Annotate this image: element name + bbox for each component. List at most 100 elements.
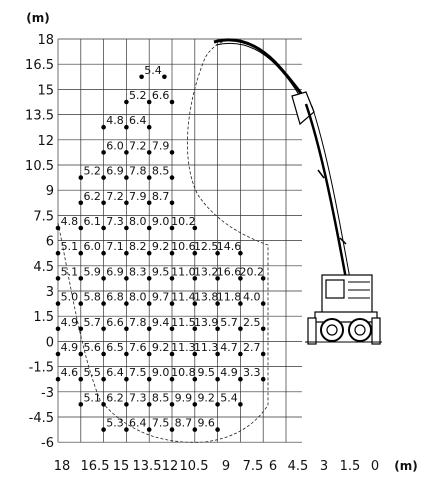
capacity-value: 11.8	[217, 291, 242, 304]
axes-labels: 1816.51513.51210.597.564.531.50-1.5-3-4.…	[25, 11, 418, 474]
load-point-dot	[215, 376, 220, 382]
load-point-dot	[260, 276, 266, 281]
capacity-value: 7.2	[106, 190, 124, 203]
y-tick-label: 1.5	[33, 310, 54, 325]
capacity-value: 6.4	[129, 417, 147, 430]
capacity-value: 5.6	[83, 341, 101, 354]
capacity-value: 8.3	[129, 265, 147, 278]
capacity-value: 4.9	[220, 366, 238, 379]
load-point-dot	[78, 250, 84, 256]
load-point-dot	[78, 326, 84, 332]
capacity-value: 6.1	[83, 215, 101, 228]
capacity-value: 9.6	[197, 417, 215, 430]
load-point-dot	[260, 351, 266, 357]
capacity-value: 6.0	[106, 139, 124, 152]
x-tick-label: 3	[320, 459, 328, 474]
x-tick-label: 1.5	[340, 459, 361, 474]
load-point-dot	[55, 276, 61, 281]
load-point-dot	[192, 225, 198, 231]
load-point-dot	[192, 427, 198, 432]
capacity-value: 5.0	[61, 291, 79, 304]
capacity-value: 7.2	[129, 139, 147, 152]
load-point-dot	[124, 427, 129, 432]
capacity-value: 7.5	[152, 417, 170, 430]
load-point-dot	[146, 200, 152, 206]
load-point-dot	[169, 427, 175, 432]
capacity-value: 10.2	[171, 215, 196, 228]
capacity-value: 2.5	[243, 316, 261, 329]
load-point-dot	[215, 427, 220, 432]
capacity-value: 16.6	[217, 265, 242, 278]
capacity-value: 5.9	[83, 265, 101, 278]
capacity-value: 5.1	[61, 240, 79, 253]
y-unit-label: (m)	[26, 11, 49, 25]
load-point-dot	[192, 402, 198, 407]
capacity-value: 10.6	[171, 240, 196, 253]
y-tick-label: 15	[37, 83, 54, 98]
load-point-dot	[55, 376, 61, 382]
capacity-value: 7.8	[129, 316, 147, 329]
capacity-value: 6.9	[106, 265, 124, 278]
load-point-dot	[78, 225, 84, 231]
capacity-value: 11.3	[171, 341, 196, 354]
capacity-value: 9.2	[152, 240, 170, 253]
load-point-dot	[215, 276, 220, 281]
capacity-value: 4.6	[61, 366, 79, 379]
load-point-dot	[146, 351, 152, 357]
x-unit-label: (m)	[394, 459, 417, 473]
capacity-value: 12.5	[194, 240, 219, 253]
capacity-value: 6.2	[106, 391, 124, 404]
x-tick-label: 6	[269, 459, 277, 474]
load-point-dot	[238, 376, 243, 382]
capacity-value: 6.4	[106, 366, 124, 379]
capacity-value: 9.4	[152, 316, 170, 329]
capacity-value: 7.8	[129, 165, 147, 178]
load-point-dot	[78, 200, 84, 206]
load-point-dot	[101, 250, 106, 256]
load-point-dot	[169, 402, 175, 407]
load-point-dot	[55, 225, 61, 231]
load-point-dot	[238, 326, 243, 332]
load-point-dot	[169, 99, 175, 105]
load-point-dot	[101, 175, 106, 180]
load-point-dot	[101, 301, 106, 306]
load-point-dot	[124, 99, 129, 105]
capacity-value: 5.7	[220, 316, 238, 329]
capacity-value: 13.2	[194, 265, 219, 278]
y-tick-label: 18	[37, 33, 54, 48]
load-point-dot	[215, 301, 220, 306]
load-point-dot	[192, 250, 198, 256]
x-tick-label: 15	[113, 459, 130, 474]
capacity-value: 11.3	[194, 341, 219, 354]
capacity-value: 5.1	[61, 265, 79, 278]
load-point-dot	[101, 326, 106, 332]
load-point-dot	[101, 427, 106, 432]
capacity-value: 4.8	[61, 215, 79, 228]
load-point-dot	[124, 301, 129, 306]
capacity-value: 8.2	[129, 240, 147, 253]
load-point-dot	[146, 326, 152, 332]
y-tick-label: 13.5	[25, 109, 54, 124]
capacity-value: 5.3	[106, 417, 124, 430]
capacity-value: 7.6	[129, 341, 147, 354]
capacity-value: 5.4	[220, 391, 238, 404]
load-point-dot	[78, 351, 84, 357]
y-tick-label: 0	[46, 335, 54, 350]
load-point-dot	[124, 402, 129, 407]
load-point-dot	[162, 74, 167, 80]
load-point-dot	[124, 376, 129, 382]
capacity-value: 9.0	[152, 215, 170, 228]
load-point-dot	[169, 276, 175, 281]
capacity-value: 6.4	[129, 114, 147, 127]
load-point-dot	[215, 326, 220, 332]
y-tick-label: 3	[46, 285, 54, 300]
capacity-value: 4.0	[243, 291, 261, 304]
load-point-dot	[55, 250, 61, 256]
load-point-dot	[101, 124, 106, 130]
y-tick-label: -1.5	[29, 361, 54, 376]
capacity-value: 7.1	[106, 240, 124, 253]
load-point-dot	[146, 150, 152, 155]
load-point-dot	[78, 276, 84, 281]
load-point-dot	[124, 225, 129, 231]
